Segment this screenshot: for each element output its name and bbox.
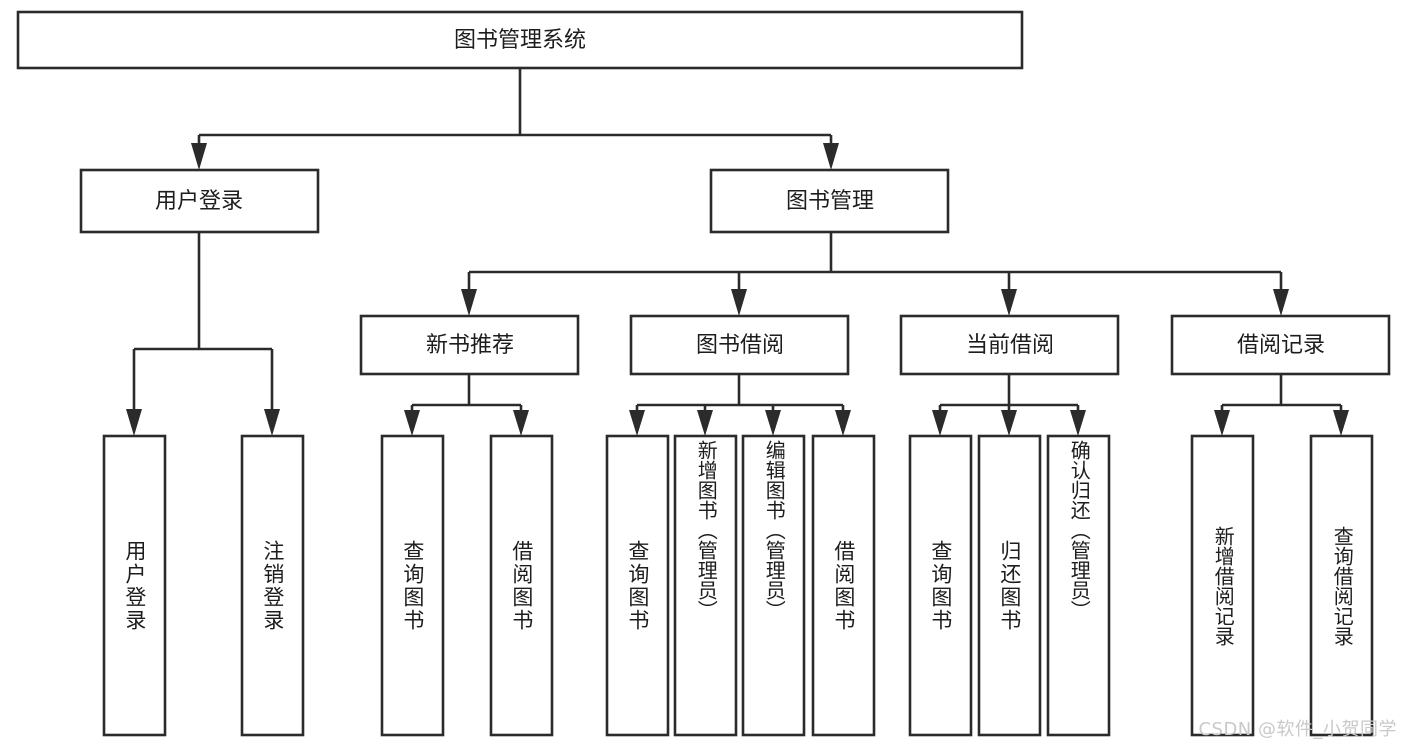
- connector-group-book-management: [461, 232, 1289, 316]
- arrow-to-leaf-query-record: [1333, 410, 1349, 436]
- arrow-to-book-management: [823, 143, 839, 170]
- node-leaf-borrow-book-2-box[interactable]: [811, 434, 876, 737]
- node-leaf-confirm-return-box[interactable]: [1046, 434, 1111, 737]
- node-leaf-add-book-box[interactable]: [673, 434, 738, 737]
- arrow-to-leaf-confirm-return: [1070, 410, 1086, 436]
- arrow-to-leaf-add-record: [1214, 410, 1230, 436]
- arrow-to-leaf-borrow-book-1: [513, 410, 529, 436]
- node-borrow-record-label: 借阅记录: [1237, 333, 1325, 358]
- arrow-to-leaf-add-book: [697, 410, 713, 436]
- node-leaf-add-record-box[interactable]: [1190, 434, 1255, 737]
- node-borrow-record[interactable]: 借阅记录: [1170, 314, 1391, 376]
- node-book-borrow[interactable]: 图书借阅: [629, 314, 850, 376]
- node-current-borrow[interactable]: 当前借阅: [899, 314, 1120, 376]
- arrow-to-leaf-edit-book: [765, 410, 781, 436]
- arrow-to-leaf-query-book-1: [404, 410, 420, 436]
- node-current-borrow-label: 当前借阅: [966, 333, 1054, 358]
- arrow-to-leaf-query-book-2: [629, 410, 645, 436]
- node-leaf-borrow-book-1-box[interactable]: [489, 434, 554, 737]
- node-user-login[interactable]: 用户登录: [79, 168, 320, 234]
- csdn-watermark: CSDN @软件_小贺同学: [1198, 719, 1397, 740]
- node-leaf-query-book-2-box[interactable]: [605, 434, 670, 737]
- node-root-system[interactable]: 图书管理系统: [16, 10, 1024, 70]
- node-leaf-user-login-box[interactable]: [102, 434, 167, 737]
- node-leaf-return-book-box[interactable]: [977, 434, 1042, 737]
- node-current-borrow-box: [899, 314, 1120, 376]
- node-new-book-recommend-label: 新书推荐: [426, 333, 514, 358]
- arrow-to-leaf-borrow-book-2: [835, 410, 851, 436]
- arrow-to-leaf-logout-login: [264, 409, 280, 436]
- node-leaf-edit-book-box[interactable]: [741, 434, 806, 737]
- node-leaf-query-book-3-box[interactable]: [908, 434, 973, 737]
- connector-group-borrow-record: [1214, 374, 1349, 436]
- arrow-to-user-login: [191, 143, 207, 170]
- node-book-borrow-box: [629, 314, 850, 376]
- node-leaf-query-book-1-box[interactable]: [380, 434, 445, 737]
- node-leaf-logout-login-box[interactable]: [240, 434, 305, 737]
- connector-group-new-book-recommend: [404, 374, 529, 436]
- node-new-book-recommend[interactable]: 新书推荐: [359, 314, 580, 376]
- node-user-login-box: [79, 168, 320, 234]
- connector-group-user-login: [126, 232, 280, 436]
- arrow-to-borrow-record: [1273, 289, 1289, 316]
- node-root-box: [16, 10, 1024, 70]
- arrow-to-book-borrow: [731, 289, 747, 316]
- node-user-login-label: 用户登录: [155, 189, 243, 214]
- connector-group-book-borrow: [629, 374, 851, 436]
- arrow-to-leaf-query-book-3: [932, 410, 948, 436]
- node-book-borrow-label: 图书借阅: [696, 333, 784, 358]
- arrow-to-leaf-user-login: [126, 409, 142, 436]
- arrow-to-new-book-recommend: [461, 289, 477, 316]
- arrow-to-leaf-return-book: [1001, 410, 1017, 436]
- node-leaf-query-record-box[interactable]: [1309, 434, 1374, 737]
- node-book-management[interactable]: 图书管理: [709, 168, 950, 234]
- arrow-to-current-borrow: [1001, 289, 1017, 316]
- node-root-label: 图书管理系统: [454, 28, 586, 53]
- node-new-book-recommend-box: [359, 314, 580, 376]
- connector-group-root: [191, 68, 839, 170]
- node-book-management-label: 图书管理: [786, 189, 874, 214]
- connector-group-current-borrow: [932, 374, 1086, 436]
- node-book-management-box: [709, 168, 950, 234]
- node-borrow-record-box: [1170, 314, 1391, 376]
